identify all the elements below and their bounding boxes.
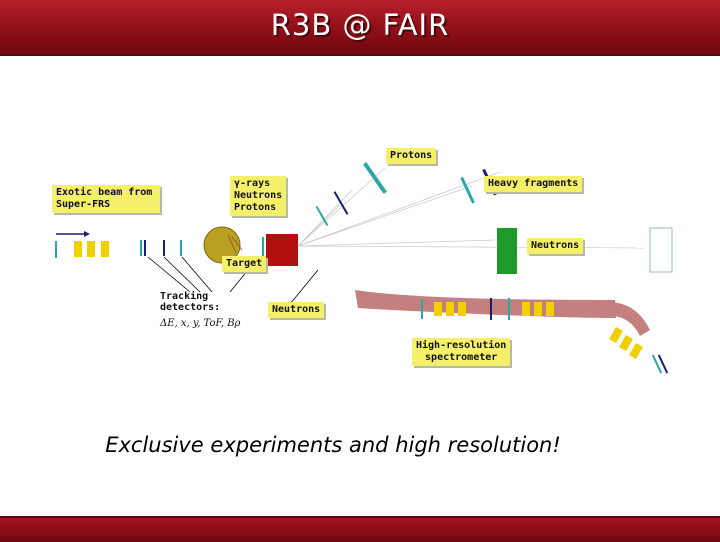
- label-neutrons-mid: Neutrons: [268, 302, 325, 318]
- tracking-plane: [333, 191, 349, 215]
- neutrons-pointer: [289, 269, 319, 305]
- label-heavy-fragments: Heavy fragments: [484, 176, 583, 192]
- beam-detector: [180, 240, 182, 256]
- header-bar: [0, 0, 720, 56]
- beam-pipe: [355, 290, 616, 318]
- proton-detector: [363, 162, 387, 194]
- quadrupole: [87, 241, 95, 257]
- fragment-detector: [460, 176, 475, 204]
- label-tracking-quantities: ΔE, x, y, ToF, Bρ: [160, 318, 241, 329]
- label-spectrometer: High-resolution spectrometer: [412, 338, 511, 366]
- final-detector: [657, 354, 669, 374]
- tof-wall-frame: [649, 227, 673, 273]
- label-tracking-detectors: Tracking detectors:: [160, 291, 221, 313]
- final-quadrupoles: [609, 326, 643, 360]
- magnet-entrance-detector: [262, 237, 264, 257]
- dipole-magnet: [266, 234, 298, 266]
- footer-bar: [0, 516, 720, 542]
- spectrometer-detector: [508, 298, 510, 320]
- slogan: Exclusive experiments and high resolutio…: [105, 433, 561, 457]
- beam-detector: [55, 241, 57, 258]
- tracking-plane: [315, 205, 329, 227]
- beam-detector: [140, 240, 142, 256]
- label-gamma-neutrons-protons: γ-rays Neutrons Protons: [230, 176, 287, 216]
- quadrupole: [101, 241, 109, 257]
- tracking-pointer-lines: [147, 256, 249, 293]
- target-pointer: [227, 234, 243, 254]
- label-protons: Protons: [386, 148, 437, 164]
- slide-title: R3B @ FAIR: [270, 8, 450, 42]
- label-target: Target: [222, 256, 267, 272]
- final-detector: [651, 354, 663, 374]
- label-neutrons-right: Neutrons: [527, 238, 584, 254]
- label-exotic-beam: Exotic beam from Super-FRS: [52, 185, 160, 213]
- particle-trajectories: [297, 167, 646, 249]
- spectrometer-quadrupoles: [434, 302, 554, 316]
- neutron-detector: [497, 228, 517, 274]
- beam-arrow: [56, 231, 90, 237]
- spectrometer-detector: [490, 298, 492, 320]
- beam-pipe-bend: [600, 301, 650, 336]
- beam-detector: [144, 240, 146, 256]
- quadrupole: [74, 241, 82, 257]
- spectrometer-detector: [421, 299, 423, 319]
- beam-detector: [163, 240, 165, 256]
